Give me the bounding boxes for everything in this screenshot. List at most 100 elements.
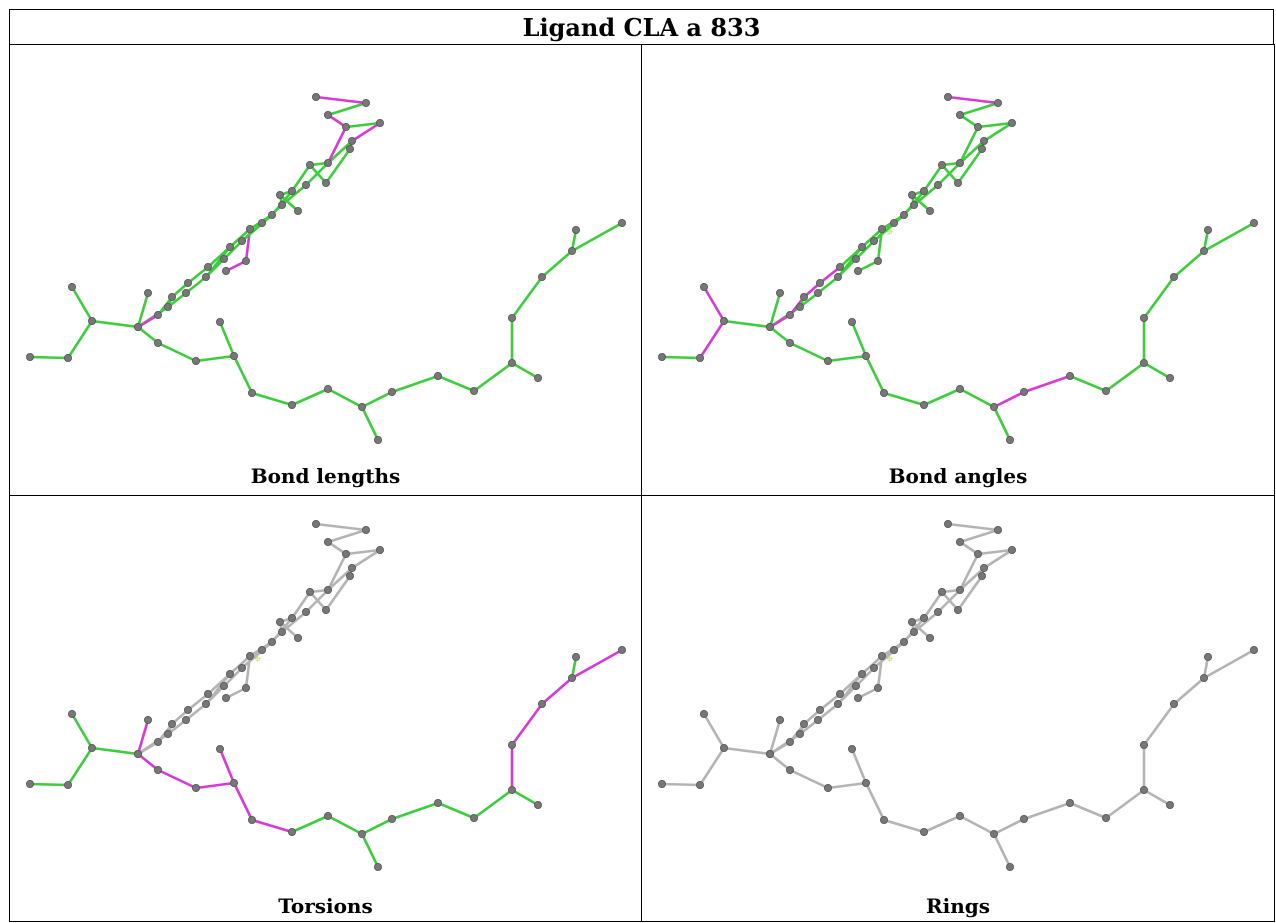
ring-atom bbox=[321, 178, 330, 187]
chain-atom bbox=[433, 798, 442, 807]
chain-bond bbox=[540, 249, 574, 279]
chain-atom bbox=[955, 384, 964, 393]
chain-atom bbox=[572, 652, 581, 661]
ring-atom bbox=[815, 278, 824, 287]
ring-atom bbox=[877, 224, 886, 233]
chain-bond bbox=[702, 285, 726, 323]
ring-bond bbox=[186, 265, 210, 285]
chain-atom bbox=[88, 316, 97, 325]
ring-atom bbox=[933, 180, 942, 189]
chain-bond bbox=[290, 387, 330, 407]
chain-atom bbox=[766, 749, 775, 758]
ring-bond bbox=[204, 672, 232, 706]
chain-bond bbox=[1142, 702, 1176, 747]
metal-center-marker: ⌖ bbox=[254, 652, 262, 667]
chain-bond bbox=[722, 319, 772, 329]
chain-atom bbox=[1139, 313, 1148, 322]
chain-atom bbox=[657, 352, 666, 361]
ring-atom bbox=[181, 288, 190, 297]
chain-bond bbox=[882, 818, 926, 834]
ring-atom bbox=[225, 242, 234, 251]
ring-bond bbox=[956, 147, 984, 185]
chain-atom bbox=[1019, 814, 1028, 823]
ring-atom bbox=[237, 236, 246, 245]
chain-atom bbox=[507, 785, 516, 794]
ring-atom bbox=[203, 689, 212, 698]
validation-figure: Ligand CLA a 833 Bond lengths ⌖ Bond ang… bbox=[9, 9, 1276, 922]
ring-atom bbox=[267, 210, 276, 219]
panel-caption-bond-angles: Bond angles bbox=[888, 464, 1028, 488]
ring-bond bbox=[326, 528, 368, 544]
ring-atom bbox=[851, 254, 860, 263]
ring-atom bbox=[979, 564, 988, 573]
chain-atom bbox=[134, 749, 143, 758]
ring-atom bbox=[955, 111, 964, 120]
chain-bond bbox=[660, 355, 702, 360]
chain-bond bbox=[66, 746, 94, 787]
chain-atom bbox=[785, 338, 794, 347]
ring-bond bbox=[872, 213, 906, 243]
ring-atom bbox=[907, 618, 916, 627]
chain-atom bbox=[568, 673, 577, 682]
chain-atom bbox=[1139, 785, 1148, 794]
chain-bond bbox=[722, 746, 772, 756]
ring-bond bbox=[344, 121, 382, 129]
chain-atom bbox=[775, 288, 784, 297]
chain-bond bbox=[864, 354, 886, 395]
ring-bond bbox=[982, 548, 1014, 570]
chain-bond bbox=[768, 325, 792, 345]
ring-bond bbox=[278, 193, 300, 213]
ring-bond bbox=[308, 590, 328, 612]
ring-bond bbox=[836, 672, 864, 706]
chain-atom bbox=[572, 225, 581, 234]
chain-bond bbox=[992, 405, 1012, 442]
ring-atom bbox=[933, 608, 942, 617]
ring-bond bbox=[946, 95, 1000, 105]
chain-atom bbox=[618, 218, 627, 227]
panel-caption-rings: Rings bbox=[925, 894, 990, 918]
chain-bond bbox=[136, 291, 150, 329]
chain-atom bbox=[215, 317, 224, 326]
chain-atom bbox=[568, 246, 577, 255]
ring-atom bbox=[785, 737, 794, 746]
ring-atom bbox=[257, 645, 266, 654]
ring-atom bbox=[201, 272, 210, 281]
ring-atom bbox=[835, 689, 844, 698]
chain-atom bbox=[618, 645, 627, 654]
chain-bond bbox=[390, 374, 440, 394]
chain-atom bbox=[955, 811, 964, 820]
chain-atom bbox=[387, 387, 396, 396]
ring-atom bbox=[181, 715, 190, 724]
chain-atom bbox=[1166, 800, 1175, 809]
ring-atom bbox=[1007, 119, 1016, 128]
chain-atom bbox=[191, 783, 200, 792]
ring-atom bbox=[275, 190, 284, 199]
chain-atom bbox=[879, 815, 888, 824]
chain-bond bbox=[70, 712, 94, 750]
ring-atom bbox=[993, 525, 1002, 534]
ring-atom bbox=[877, 651, 886, 660]
chain-bond bbox=[1172, 676, 1206, 706]
chain-bond bbox=[232, 781, 254, 822]
ring-atom bbox=[873, 256, 882, 265]
ring-atom bbox=[167, 292, 176, 301]
ring-bond bbox=[818, 265, 842, 285]
ring-atom bbox=[889, 218, 898, 227]
ring-atom bbox=[361, 99, 370, 108]
chain-atom bbox=[229, 351, 238, 360]
ring-bond bbox=[958, 125, 980, 165]
ring-bond bbox=[324, 147, 352, 185]
chain-atom bbox=[433, 371, 442, 380]
ring-atom bbox=[183, 705, 192, 714]
chain-atom bbox=[323, 811, 332, 820]
figure-title: Ligand CLA a 833 bbox=[9, 9, 1274, 45]
ring-atom bbox=[925, 206, 934, 215]
ring-bond bbox=[976, 548, 1014, 556]
chain-bond bbox=[1142, 788, 1172, 807]
ring-bond bbox=[956, 574, 984, 612]
chain-atom bbox=[64, 353, 73, 362]
ring-atom bbox=[795, 729, 804, 738]
chain-atom bbox=[989, 402, 998, 411]
chain-atom bbox=[861, 778, 870, 787]
chain-bond bbox=[136, 718, 150, 756]
